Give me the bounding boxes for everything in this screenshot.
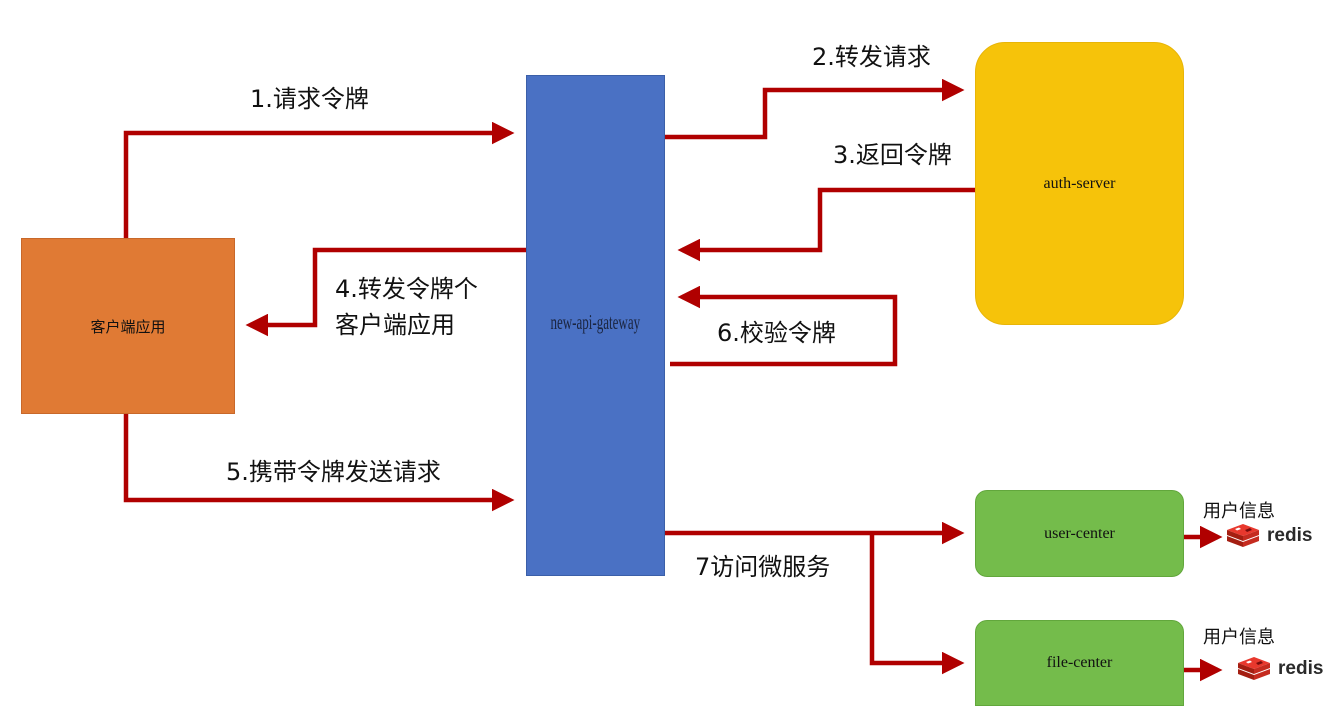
redis-cube-icon xyxy=(1227,524,1259,547)
client-app-node: 客户端应用 xyxy=(21,238,235,414)
arrow-forward-request xyxy=(665,78,965,140)
auth-server-node: auth-server xyxy=(975,42,1184,325)
arrow-request-with-token xyxy=(123,414,515,512)
redis-label-2: redis xyxy=(1278,658,1324,679)
file-center-label: file-center xyxy=(1046,654,1113,671)
api-gateway-node: new-api-gateway xyxy=(526,75,665,576)
redis-store-2: redis xyxy=(1236,654,1323,684)
arrow-request-token xyxy=(123,121,515,238)
step-1-label: 1.请求令牌 xyxy=(250,85,369,113)
client-app-label: 客户端应用 xyxy=(90,317,166,336)
api-gateway-label: new-api-gateway xyxy=(550,310,641,334)
file-center-node: file-center xyxy=(975,620,1184,706)
redis-label-1: redis xyxy=(1267,525,1313,546)
arrow-validate-token xyxy=(670,285,898,367)
user-info-label-2: 用户信息 xyxy=(1203,627,1275,648)
step-4-label-line1: 4.转发令牌个 xyxy=(335,275,478,303)
step-7-label: 7访问微服务 xyxy=(695,553,831,581)
arrow-forward-token-to-client xyxy=(245,247,526,337)
user-center-label: user-center xyxy=(1044,524,1115,542)
redis-cube-icon xyxy=(1238,657,1270,680)
arrow-access-file-center xyxy=(869,533,965,675)
step-2-label: 2.转发请求 xyxy=(812,43,931,71)
arrow-return-token xyxy=(677,187,975,262)
user-info-label-1: 用户信息 xyxy=(1203,501,1275,522)
step-6-label: 6.校验令牌 xyxy=(717,319,836,347)
auth-server-label: auth-server xyxy=(1043,174,1116,192)
step-4-label-line2: 客户端应用 xyxy=(335,311,455,339)
step-5-label: 5.携带令牌发送请求 xyxy=(226,458,441,486)
step-3-label: 3.返回令牌 xyxy=(833,141,952,169)
user-center-node: user-center xyxy=(975,490,1184,577)
redis-store-1: redis xyxy=(1225,521,1312,551)
